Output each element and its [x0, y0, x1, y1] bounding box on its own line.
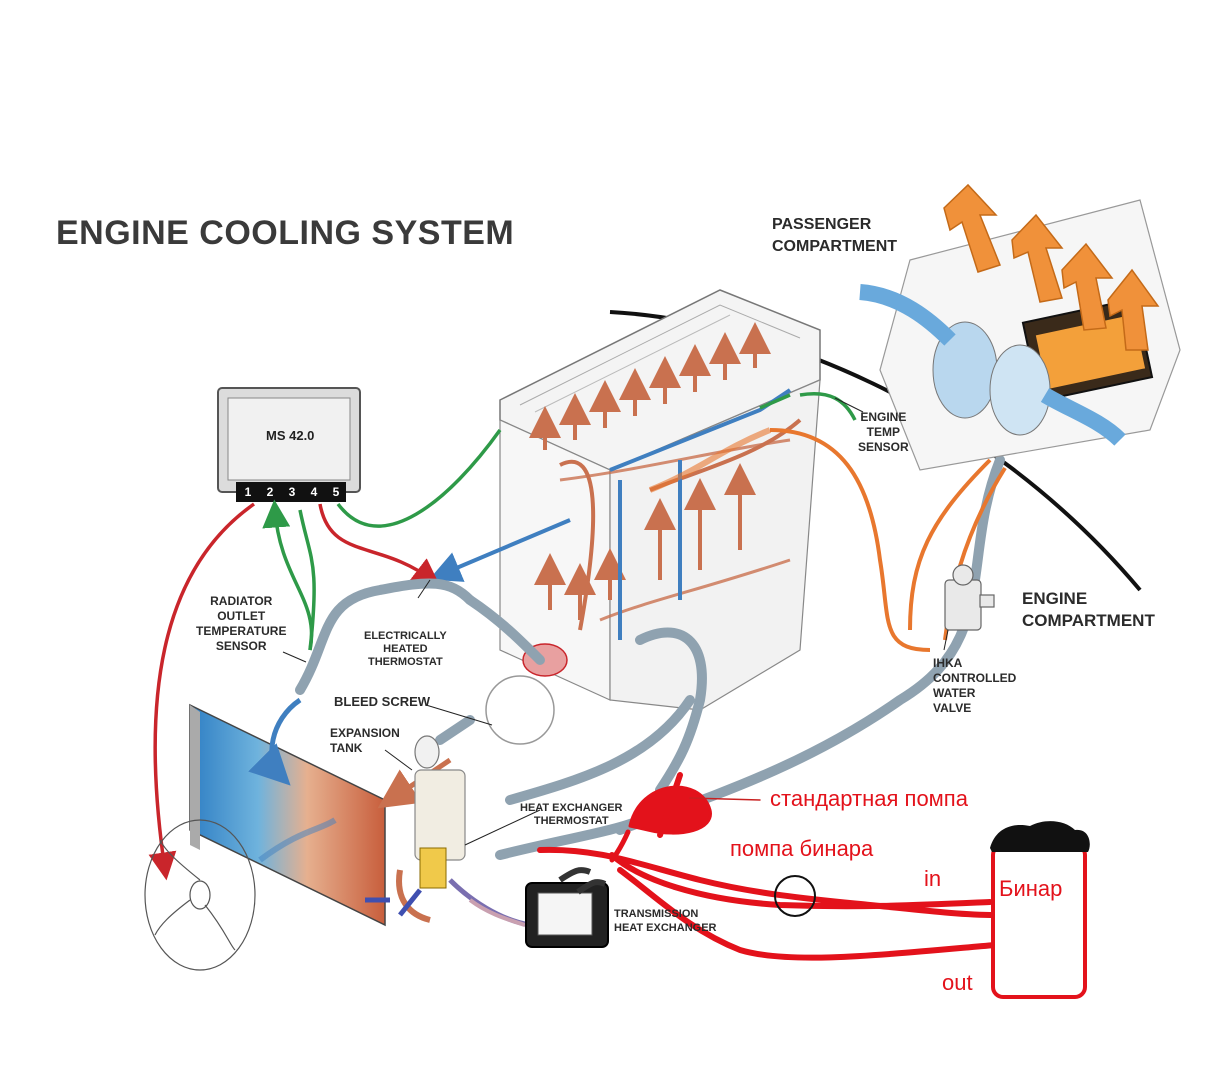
ihka-line4: VALVE — [933, 701, 972, 715]
eht-line3: THERMOSTAT — [367, 656, 443, 668]
binar-in-label: in — [924, 866, 942, 891]
passenger-label-line2: COMPARTMENT — [772, 238, 898, 255]
ets-line3: SENSOR — [858, 440, 909, 454]
ihka-valve-label: IHKA CONTROLLED WATER VALVE — [933, 656, 1016, 716]
ros-line1: RADIATOR — [210, 594, 273, 608]
expansion-tank — [414, 735, 466, 861]
ros-line4: SENSOR — [215, 639, 267, 653]
ets-line2: TEMP — [866, 425, 901, 439]
ihka-line2: CONTROLLED — [933, 671, 1017, 685]
engine-compartment-label: ENGINE COMPARTMENT — [1022, 588, 1155, 632]
heat-exchanger-thermostat-label: HEAT EXCHANGER THERMOSTAT — [520, 802, 622, 828]
ecu-pin-2: 2 — [266, 485, 274, 499]
leader-lines — [282, 397, 949, 846]
bleed-screw-label: BLEED SCREW — [334, 694, 431, 709]
heater-airflow-arrows — [859, 183, 1160, 446]
het-line1: HEAT EXCHANGER — [520, 802, 623, 814]
ecu-box — [217, 387, 361, 502]
binar-label: Бинар — [999, 876, 1063, 901]
binar-heater — [990, 821, 1090, 999]
ecu-name: MS 42.0 — [266, 428, 315, 443]
binar-annotations — [537, 772, 998, 961]
fan-pulley — [485, 675, 555, 745]
ecu-pin-4: 4 — [310, 485, 318, 499]
the-line1: TRANSMISSION — [614, 908, 699, 920]
radiator-outlet-sensor-label: RADIATOR OUTLET TEMPERATURE SENSOR — [196, 594, 286, 654]
engine-temp-sensor-label: ENGINE TEMP SENSOR — [858, 410, 909, 455]
diagram-title: ENGINE COOLING SYSTEM — [56, 214, 515, 252]
transmission-heat-exchanger — [525, 867, 609, 948]
eht-line2: HEATED — [383, 643, 428, 655]
transmission-heat-exchanger-label: TRANSMISSION HEAT EXCHANGER — [614, 907, 716, 935]
radiator — [189, 697, 452, 927]
head-coolant-arrows — [529, 322, 802, 631]
ecu-pin-1: 1 — [244, 485, 252, 499]
the-line2: HEAT EXCHANGER — [614, 922, 717, 934]
et-line1: EXPANSION — [330, 726, 400, 740]
radiator-fan — [144, 819, 256, 971]
eht-line1: ELECTRICALLY — [364, 630, 447, 642]
ets-line1: ENGINE — [860, 410, 907, 424]
ihka-water-valve — [944, 564, 995, 631]
electric-thermostat-label: ELECTRICALLY HEATED THERMOSTAT — [364, 630, 447, 669]
passenger-label-line1: PASSENGER — [772, 216, 872, 233]
block-coolant-blue — [428, 388, 792, 640]
ecu-pin-5: 5 — [332, 485, 340, 499]
binar-out-label: out — [942, 970, 973, 995]
binar-pump-marker — [774, 875, 816, 917]
standard-pump-annotation: стандартная помпа — [770, 786, 968, 811]
passenger-compartment-label: PASSENGER COMPARTMENT — [772, 214, 897, 258]
et-line2: TANK — [330, 741, 363, 755]
ihka-line3: WATER — [933, 686, 976, 700]
engine-comp-line1: ENGINE — [1022, 589, 1088, 608]
engine-comp-line2: COMPARTMENT — [1022, 611, 1155, 630]
het-line2: THERMOSTAT — [533, 815, 609, 827]
expansion-tank-label: EXPANSION TANK — [330, 726, 400, 756]
ecu-pin-3: 3 — [288, 485, 296, 499]
ros-line2: OUTLET — [217, 609, 266, 623]
ihka-line1: IHKA — [933, 656, 963, 670]
heat-exchanger-thermostat — [365, 847, 531, 928]
binar-pump-annotation: помпа бинара — [730, 836, 874, 861]
ros-line3: TEMPERATURE — [196, 624, 287, 638]
heater-unit — [879, 199, 1181, 471]
ecu-wiring — [148, 392, 857, 881]
